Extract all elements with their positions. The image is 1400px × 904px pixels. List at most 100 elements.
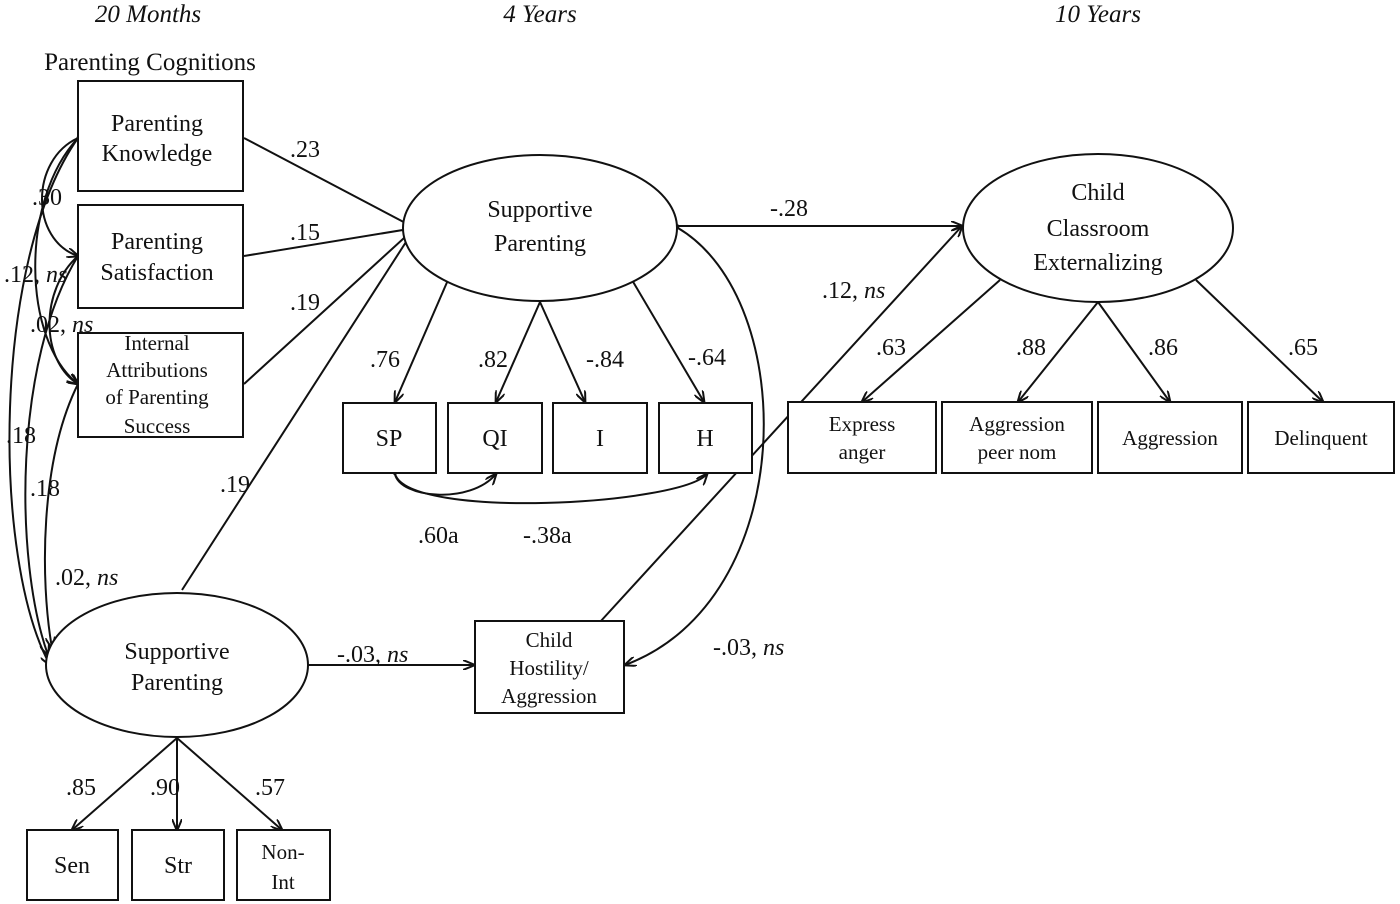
header-4-years: 4 Years bbox=[503, 1, 576, 28]
coef-ns: ns bbox=[763, 635, 784, 661]
node-label: Express bbox=[829, 412, 896, 436]
path-load-sen bbox=[72, 737, 178, 830]
coef-corr-sp-h: -.38a bbox=[523, 523, 572, 549]
coef-value: -.03, bbox=[713, 635, 763, 661]
path-corr-sp-qi bbox=[395, 474, 496, 496]
coef-satisfaction-sp4: .15 bbox=[290, 220, 320, 246]
coef-load-qi: .82 bbox=[478, 347, 508, 373]
indicator-aggression: Aggression bbox=[1097, 401, 1243, 474]
coef-load-i: -.84 bbox=[586, 347, 624, 373]
node-label: Internal bbox=[124, 331, 189, 355]
node-label: Str bbox=[164, 853, 192, 879]
node-label: Child bbox=[1071, 180, 1124, 206]
cov-satisfaction-sp20 bbox=[24, 256, 78, 655]
coef-ns: ns bbox=[46, 262, 67, 288]
coef-cov-satisfaction-sp20: .18 bbox=[30, 476, 60, 502]
coef-cov-satisfaction-attributions: .02, ns bbox=[30, 312, 93, 338]
node-supportive-parenting-4y: Supportive Parenting bbox=[402, 154, 678, 302]
path-load-aggpeer bbox=[1018, 301, 1099, 402]
node-parenting-knowledge: Parenting Knowledge bbox=[77, 80, 244, 192]
node-label: Attributions bbox=[106, 358, 208, 382]
node-label: Parenting bbox=[111, 229, 203, 255]
node-label: peer nom bbox=[978, 440, 1057, 464]
coef-sp4-externalizing: -.28 bbox=[770, 196, 808, 222]
indicator-sen: Sen bbox=[26, 829, 119, 901]
node-label: Non- bbox=[261, 840, 304, 864]
coef-load-delinquent: .65 bbox=[1288, 335, 1318, 361]
node-label: Hostility/ bbox=[509, 656, 589, 680]
coef-cov-knowledge-attributions: .12, ns bbox=[4, 262, 67, 288]
node-child-hostility-aggression: Child Hostility/ Aggression bbox=[474, 620, 625, 714]
coef-value: -.03, bbox=[337, 642, 387, 668]
coef-cov-attributions-sp20: .02, ns bbox=[55, 565, 118, 591]
coef-ns: ns bbox=[387, 642, 408, 668]
node-label: Classroom bbox=[1047, 216, 1150, 242]
node-internal-attributions: Internal Attributions of Parenting Succe… bbox=[77, 331, 244, 438]
node-supportive-parenting-20m: Supportive Parenting bbox=[45, 592, 309, 738]
path-load-qi bbox=[496, 301, 541, 402]
node-label: Parenting bbox=[494, 231, 586, 257]
coef-load-express: .63 bbox=[876, 335, 906, 361]
cov-attributions-sp20 bbox=[43, 384, 78, 648]
node-label: Satisfaction bbox=[100, 260, 213, 286]
coef-load-aggpeer: .88 bbox=[1016, 335, 1046, 361]
path-load-express bbox=[862, 279, 1001, 402]
path-load-i bbox=[539, 301, 585, 402]
coef-ns: ns bbox=[97, 565, 118, 591]
coef-knowledge-sp4: .23 bbox=[290, 137, 320, 163]
coef-load-sen: .85 bbox=[66, 775, 96, 801]
coef-value: .12, bbox=[4, 262, 46, 288]
coef-hostility-externalizing: .12, ns bbox=[822, 278, 885, 304]
header-20-months: 20 Months bbox=[95, 1, 201, 28]
node-label: anger bbox=[839, 440, 886, 464]
path-load-aggression bbox=[1097, 301, 1170, 402]
coef-value: .02, bbox=[30, 312, 72, 338]
coef-sp20-sp4: .19 bbox=[220, 472, 250, 498]
node-label: Sen bbox=[54, 853, 90, 879]
node-label: Parenting bbox=[111, 111, 203, 137]
header-10-years: 10 Years bbox=[1055, 1, 1141, 28]
coef-load-sp: .76 bbox=[370, 347, 400, 373]
node-label: SP bbox=[376, 426, 403, 452]
path-load-nonint bbox=[176, 737, 282, 830]
indicator-i: I bbox=[552, 402, 648, 474]
indicator-str: Str bbox=[131, 829, 225, 901]
indicator-aggression-peer-nom: Aggression peer nom bbox=[941, 401, 1093, 474]
coef-cov-knowledge-satisfaction: .30 bbox=[32, 185, 62, 211]
coef-load-aggression: .86 bbox=[1148, 335, 1178, 361]
path-attributions-to-sp4 bbox=[243, 228, 415, 385]
node-label: Parenting bbox=[131, 670, 223, 696]
node-label: Aggression bbox=[1122, 426, 1218, 450]
node-label: Success bbox=[124, 414, 191, 438]
coef-value: .02, bbox=[55, 565, 97, 591]
node-parenting-satisfaction: Parenting Satisfaction bbox=[77, 204, 244, 309]
indicator-h: H bbox=[658, 402, 753, 474]
node-label: Supportive bbox=[124, 639, 229, 665]
path-satisfaction-to-sp4 bbox=[243, 228, 415, 257]
section-parenting-cognitions: Parenting Cognitions bbox=[44, 49, 256, 76]
coef-attributions-sp4: .19 bbox=[290, 290, 320, 316]
coef-value: .12, bbox=[822, 278, 864, 304]
path-corr-sp-h bbox=[395, 474, 707, 505]
coef-sp4-hostility: -.03, ns bbox=[713, 635, 784, 661]
path-knowledge-to-sp4 bbox=[243, 137, 415, 228]
node-label: H bbox=[696, 426, 713, 452]
path-load-sp bbox=[395, 279, 449, 402]
node-label: Aggression bbox=[501, 684, 597, 708]
path-load-delinquent bbox=[1195, 279, 1323, 402]
path-load-h bbox=[631, 279, 704, 402]
indicator-qi: QI bbox=[447, 402, 543, 474]
path-sp20-to-sp4 bbox=[181, 228, 415, 591]
node-label: Delinquent bbox=[1274, 426, 1367, 450]
node-label: QI bbox=[482, 426, 507, 452]
indicator-delinquent: Delinquent bbox=[1247, 401, 1395, 474]
indicator-express-anger: Express anger bbox=[787, 401, 937, 474]
node-child-classroom-externalizing: Child Classroom Externalizing bbox=[962, 153, 1234, 303]
coef-cov-knowledge-sp20: .18 bbox=[6, 423, 36, 449]
coef-ns: ns bbox=[864, 278, 885, 304]
indicator-sp: SP bbox=[342, 402, 437, 474]
coef-load-nonint: .57 bbox=[255, 775, 285, 801]
coef-sp20-hostility: -.03, ns bbox=[337, 642, 408, 668]
